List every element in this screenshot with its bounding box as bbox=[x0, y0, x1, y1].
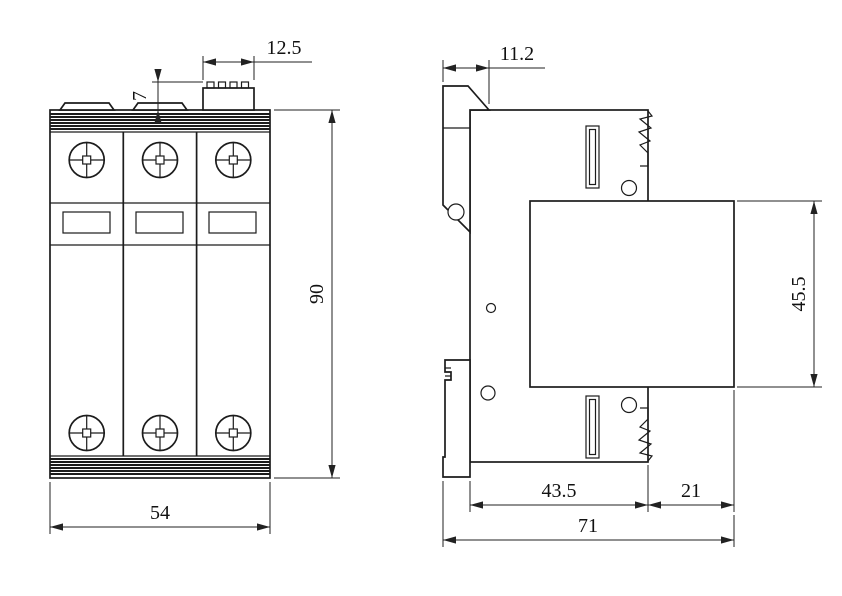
dimension-side-module-height: 45.5 bbox=[737, 200, 822, 388]
dimension-front-height: 90 bbox=[274, 109, 340, 479]
cover-bump-left bbox=[58, 102, 116, 111]
rail-teeth-bottom bbox=[637, 407, 654, 462]
dimension-side-base-depth: 43.5 bbox=[469, 465, 649, 512]
fixing-hole bbox=[620, 179, 638, 197]
indicator-window bbox=[62, 211, 111, 234]
dimension-side-overall-depth: 71 bbox=[442, 481, 735, 547]
screw-terminal-icon bbox=[141, 141, 179, 179]
window-strip-lines bbox=[50, 202, 270, 246]
dim-label: 11.2 bbox=[500, 43, 534, 65]
side-view: 11.2 45.5 43.5 21 71 bbox=[442, 43, 822, 547]
dim-label: 21 bbox=[681, 480, 701, 502]
screw-terminal-icon bbox=[68, 414, 106, 452]
dim-label: 90 bbox=[306, 284, 328, 304]
din-clip-top bbox=[442, 85, 491, 235]
vent-slot-inner bbox=[588, 398, 597, 456]
clip-hole bbox=[447, 203, 465, 221]
screw-terminal-icon bbox=[214, 414, 252, 452]
screw-terminal-icon bbox=[141, 414, 179, 452]
dim-label: 12.5 bbox=[267, 37, 302, 59]
screw-terminal-icon bbox=[214, 141, 252, 179]
top-terminal-block bbox=[202, 81, 255, 111]
dim-label: 54 bbox=[150, 502, 170, 524]
dim-label: 45.5 bbox=[788, 277, 810, 312]
dimension-front-tab-height: 7 bbox=[129, 69, 203, 123]
strip-boundary-lines bbox=[50, 131, 270, 457]
dimension-front-width: 54 bbox=[49, 482, 271, 534]
fixing-hole bbox=[620, 396, 638, 414]
dimension-front-terminal-width: 12.5 bbox=[202, 37, 312, 80]
din-clip-bottom-detail bbox=[445, 367, 451, 377]
din-clip-bottom bbox=[442, 359, 471, 478]
rail-teeth-top bbox=[637, 110, 654, 167]
dim-label: 71 bbox=[578, 515, 598, 537]
front-view: 12.5 7 90 54 bbox=[49, 37, 340, 534]
module-dividers bbox=[122, 132, 198, 456]
screw-terminal-icon bbox=[68, 141, 106, 179]
indicator-window bbox=[208, 211, 257, 234]
dim-label: 7 bbox=[129, 91, 151, 101]
cover-bump-middle bbox=[131, 102, 189, 111]
pin-hole bbox=[485, 302, 497, 314]
indicator-window bbox=[135, 211, 184, 234]
dimension-side-clip-depth: 11.2 bbox=[442, 43, 545, 104]
fixing-hole bbox=[480, 385, 496, 401]
dimension-side-module-depth: 21 bbox=[648, 390, 735, 512]
vent-slot bbox=[585, 125, 600, 189]
device-side-module bbox=[529, 200, 735, 388]
terminal-strip-hatch-bottom bbox=[50, 457, 270, 476]
vent-slot-inner bbox=[588, 128, 597, 186]
vent-slot bbox=[585, 395, 600, 459]
dim-label: 43.5 bbox=[542, 480, 577, 502]
